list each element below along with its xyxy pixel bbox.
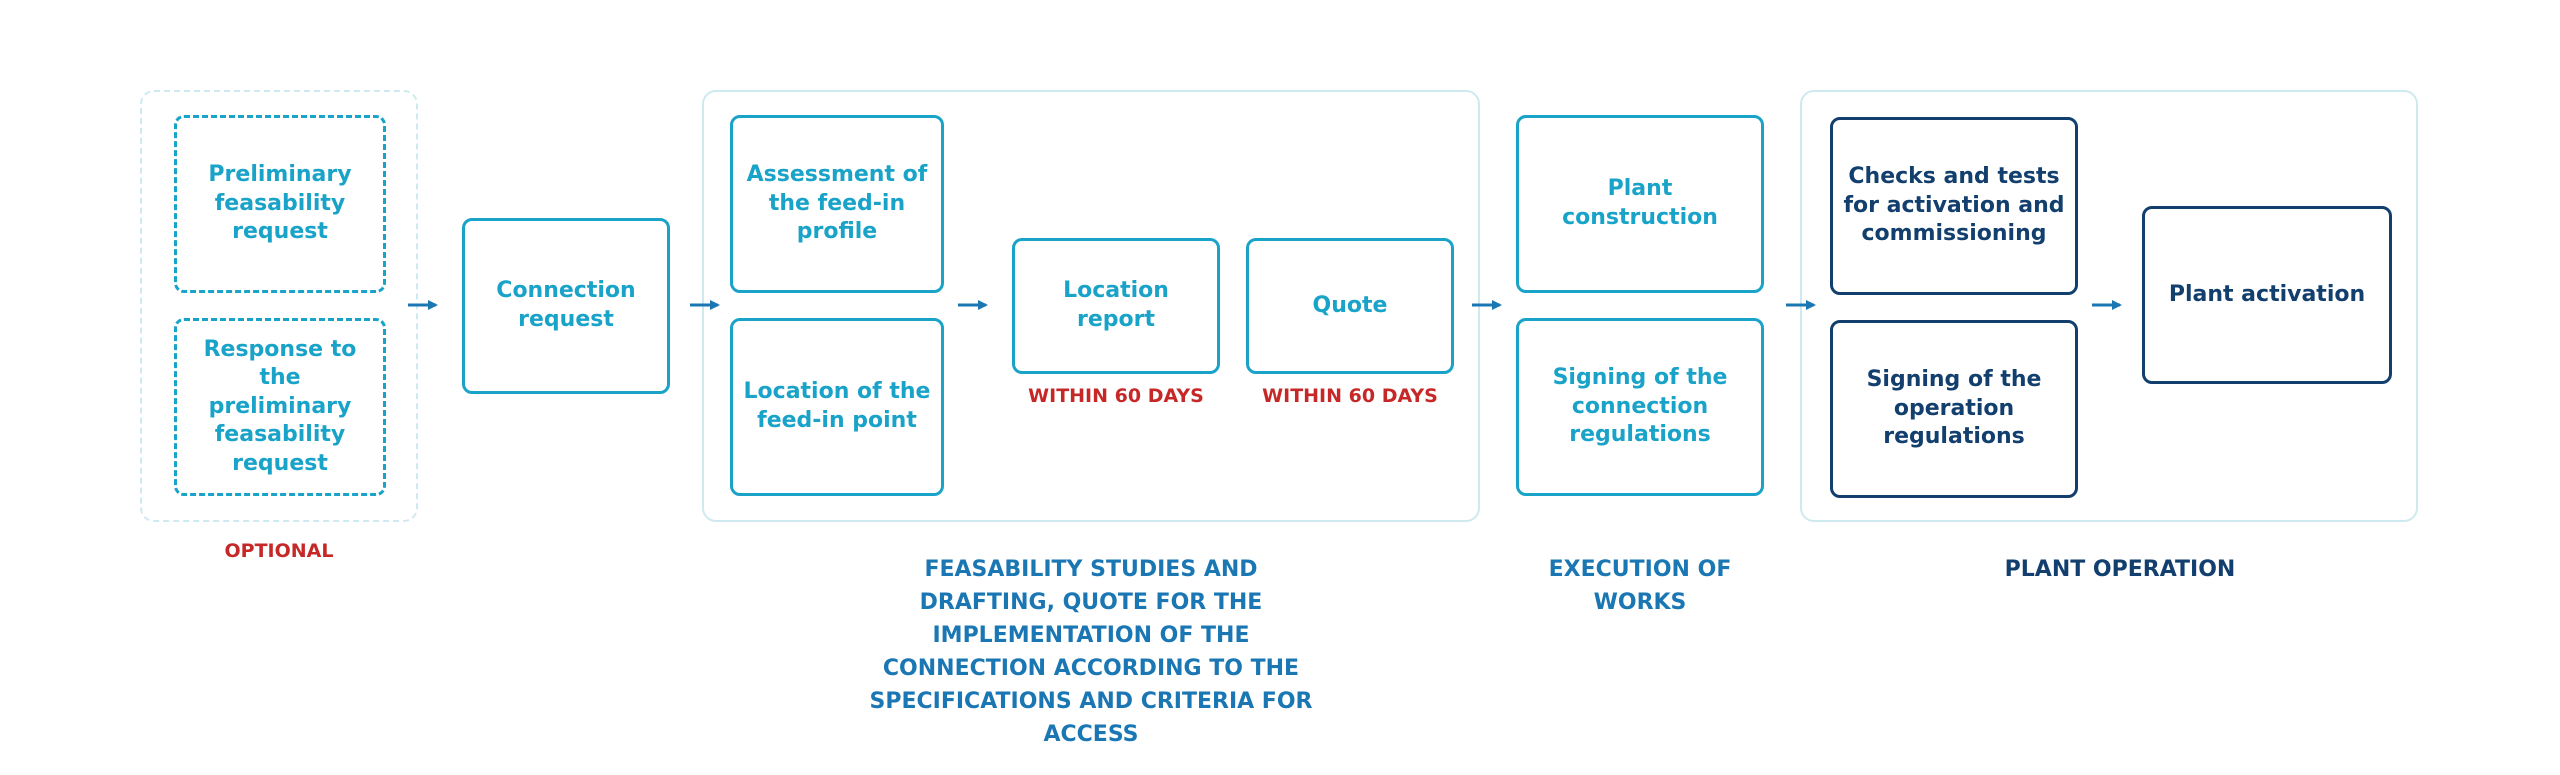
box-label: Checks and tests for activation and comm… (1843, 164, 2065, 247)
location-report-box: Location report (1012, 238, 1220, 374)
quote-deadline: WITHIN 60 DAYS (1262, 385, 1438, 407)
box-label: Plant activation (2168, 281, 2366, 307)
signing-operation-regulations-box: Signing of the operation regulations (1830, 320, 2078, 498)
box-label: Location report (1063, 278, 1169, 332)
feasibility-label: FEASABILITY STUDIES AND DRAFTING, QUOTE … (869, 557, 1313, 747)
signing-connection-regulations-box: Signing of the connection regulations (1516, 318, 1764, 496)
box-label: Signing of the operation regulations (1866, 367, 2042, 450)
box-label: Assessment of the feed-in profile (746, 162, 928, 245)
location-feed-in-point-box: Location of the feed-in point (730, 318, 944, 496)
plant-activation-box: Plant activation (2142, 206, 2392, 384)
operation-label: PLANT OPERATION (2004, 557, 2236, 582)
box-label: Plant construction (1562, 176, 1718, 230)
optional-label: OPTIONAL (224, 540, 334, 562)
box-label: Preliminary feasability request (208, 162, 352, 245)
response-preliminary-request-box: Response to the preliminary feasability … (174, 318, 386, 496)
plant-construction-box: Plant construction (1516, 115, 1764, 293)
connection-request-box: Connection request (462, 218, 670, 394)
box-label: Quote (1312, 292, 1388, 318)
quote-box: Quote (1246, 238, 1454, 374)
box-label: Connection request (496, 278, 636, 332)
checks-tests-box: Checks and tests for activation and comm… (1830, 117, 2078, 295)
preliminary-feasability-request-box: Preliminary feasability request (174, 115, 386, 293)
box-label: Signing of the connection regulations (1552, 365, 1728, 448)
box-label: Location of the feed-in point (743, 379, 931, 433)
location-report-deadline: WITHIN 60 DAYS (1028, 385, 1204, 407)
box-label: Response to the preliminary feasability … (203, 336, 357, 476)
assessment-feed-in-profile-box: Assessment of the feed-in profile (730, 115, 944, 293)
execution-label: EXECUTION OF WORKS (1548, 557, 1732, 615)
